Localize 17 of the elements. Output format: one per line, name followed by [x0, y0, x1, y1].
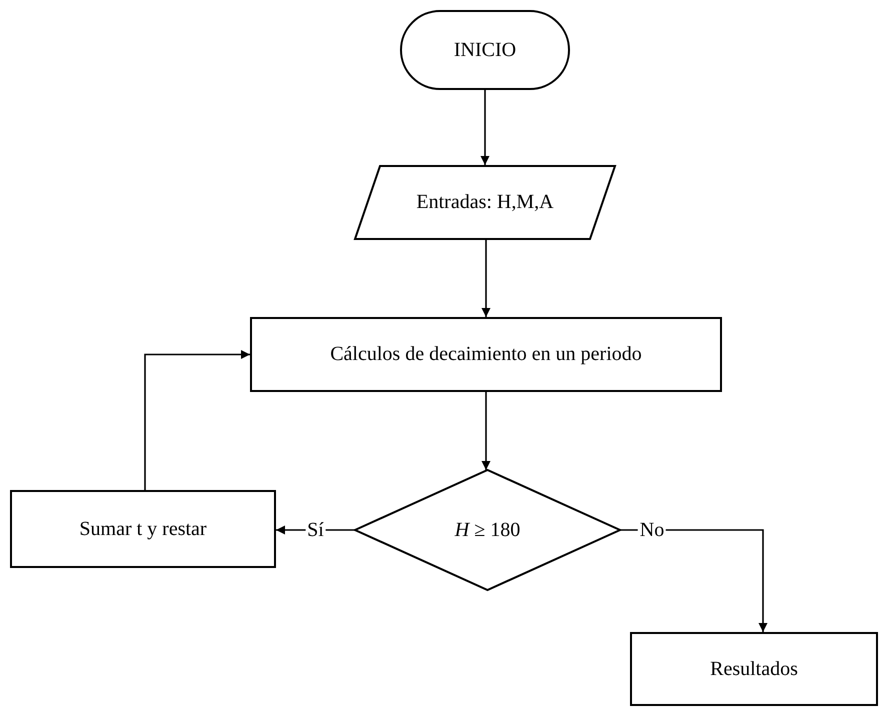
arrow: [482, 392, 490, 470]
arrow: [144, 350, 250, 490]
node-label: Entradas: H,M,A: [416, 191, 554, 214]
process-box: [10, 490, 276, 568]
arrow: [482, 240, 490, 317]
process-box: [630, 632, 878, 706]
input-parallelogram: [355, 165, 615, 240]
arrow: [620, 529, 768, 632]
arrow: [480, 90, 490, 165]
node-label: INICIO: [454, 38, 516, 62]
node-label: Sumar t y restar: [79, 518, 207, 540]
node-label: Resultados: [710, 658, 798, 680]
node-label: H ≥ 180: [454, 518, 520, 542]
process-box: [250, 317, 722, 392]
decision-diamond: [355, 470, 620, 590]
arrow: [276, 526, 355, 534]
node-label: Cálculos de decaimiento en un periodo: [330, 343, 642, 366]
